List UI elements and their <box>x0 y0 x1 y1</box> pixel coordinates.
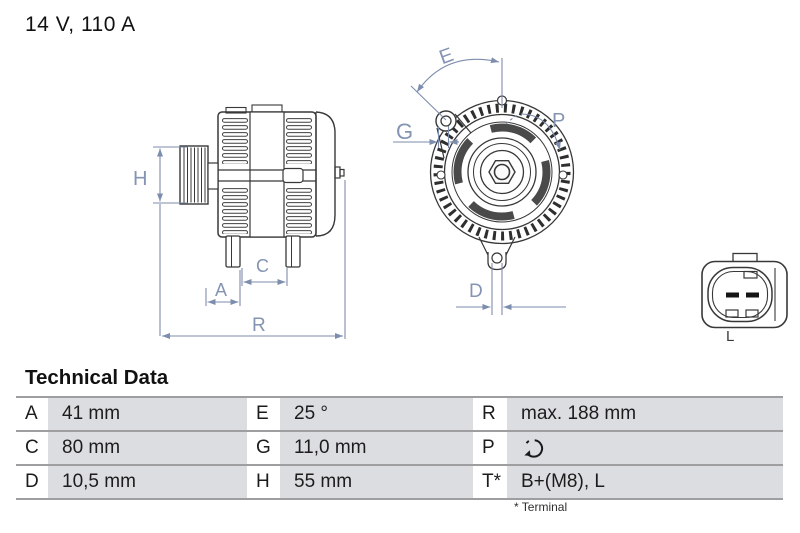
front-view-dimension-lines <box>393 57 566 315</box>
technical-data-title: Technical Data <box>25 366 169 389</box>
dim-value-cell: 41 mm <box>48 398 247 430</box>
dimension-label-a: A <box>215 280 227 300</box>
dim-key-cell: C <box>16 432 48 464</box>
dim-key-cell: G <box>247 432 280 464</box>
mounting-feet <box>225 235 301 268</box>
alternator-side-view-drawing: H A C R <box>133 104 346 339</box>
alternator-housing-side <box>217 104 345 238</box>
dim-value-cell: 55 mm <box>280 466 473 498</box>
dim-value-cell: 80 mm <box>48 432 247 464</box>
side-view-dimension-lines <box>153 146 346 339</box>
dimension-label-p: P <box>552 110 565 132</box>
connector-plug-drawing: L <box>701 252 788 345</box>
table-row: C 80 mm G 11,0 mm P <box>16 430 783 464</box>
rating-label: 14 V, 110 A <box>25 13 136 36</box>
technical-data-table: A 41 mm E 25 ° R max. 188 mm C 80 mm G 1… <box>16 396 783 500</box>
dim-value-cell <box>507 432 783 464</box>
belt-pulley-side <box>179 145 219 205</box>
terminal-stud <box>334 166 341 179</box>
dim-value-cell: 25 ° <box>280 398 473 430</box>
dim-key-cell: P <box>473 432 507 464</box>
connector-pin <box>746 292 759 298</box>
terminal-footnote: * Terminal <box>514 500 568 514</box>
dimension-label-g: G <box>396 119 413 144</box>
dim-key-cell: R <box>473 398 507 430</box>
table-row: A 41 mm E 25 ° R max. 188 mm <box>16 396 783 430</box>
lower-mounting-lug <box>478 236 516 271</box>
dim-value-cell: 10,5 mm <box>48 466 247 498</box>
connector-pin <box>726 292 739 298</box>
dim-value-cell: max. 188 mm <box>507 398 783 430</box>
connector-terminal-label: L <box>726 328 734 345</box>
dim-key-cell: E <box>247 398 280 430</box>
dimension-label-c: C <box>256 256 269 276</box>
dimension-label-e: E <box>436 44 456 69</box>
dim-value-cell: B+(M8), L <box>507 466 783 498</box>
alternator-front-view-drawing: E G P D <box>393 44 575 315</box>
rotation-direction-arc <box>505 114 519 125</box>
dimension-label-h: H <box>133 168 147 190</box>
dim-key-cell: D <box>16 466 48 498</box>
dim-key-cell: A <box>16 398 48 430</box>
dimension-label-d: D <box>469 281 483 302</box>
dim-value-cell: 11,0 mm <box>280 432 473 464</box>
counterclockwise-rotation-icon <box>524 439 544 458</box>
dim-key-cell: T* <box>473 466 507 498</box>
shaft-hex-nut <box>488 159 516 185</box>
dimension-label-r: R <box>252 315 266 336</box>
table-row: D 10,5 mm H 55 mm T* B+(M8), L <box>16 464 783 498</box>
dim-key-cell: H <box>247 466 280 498</box>
